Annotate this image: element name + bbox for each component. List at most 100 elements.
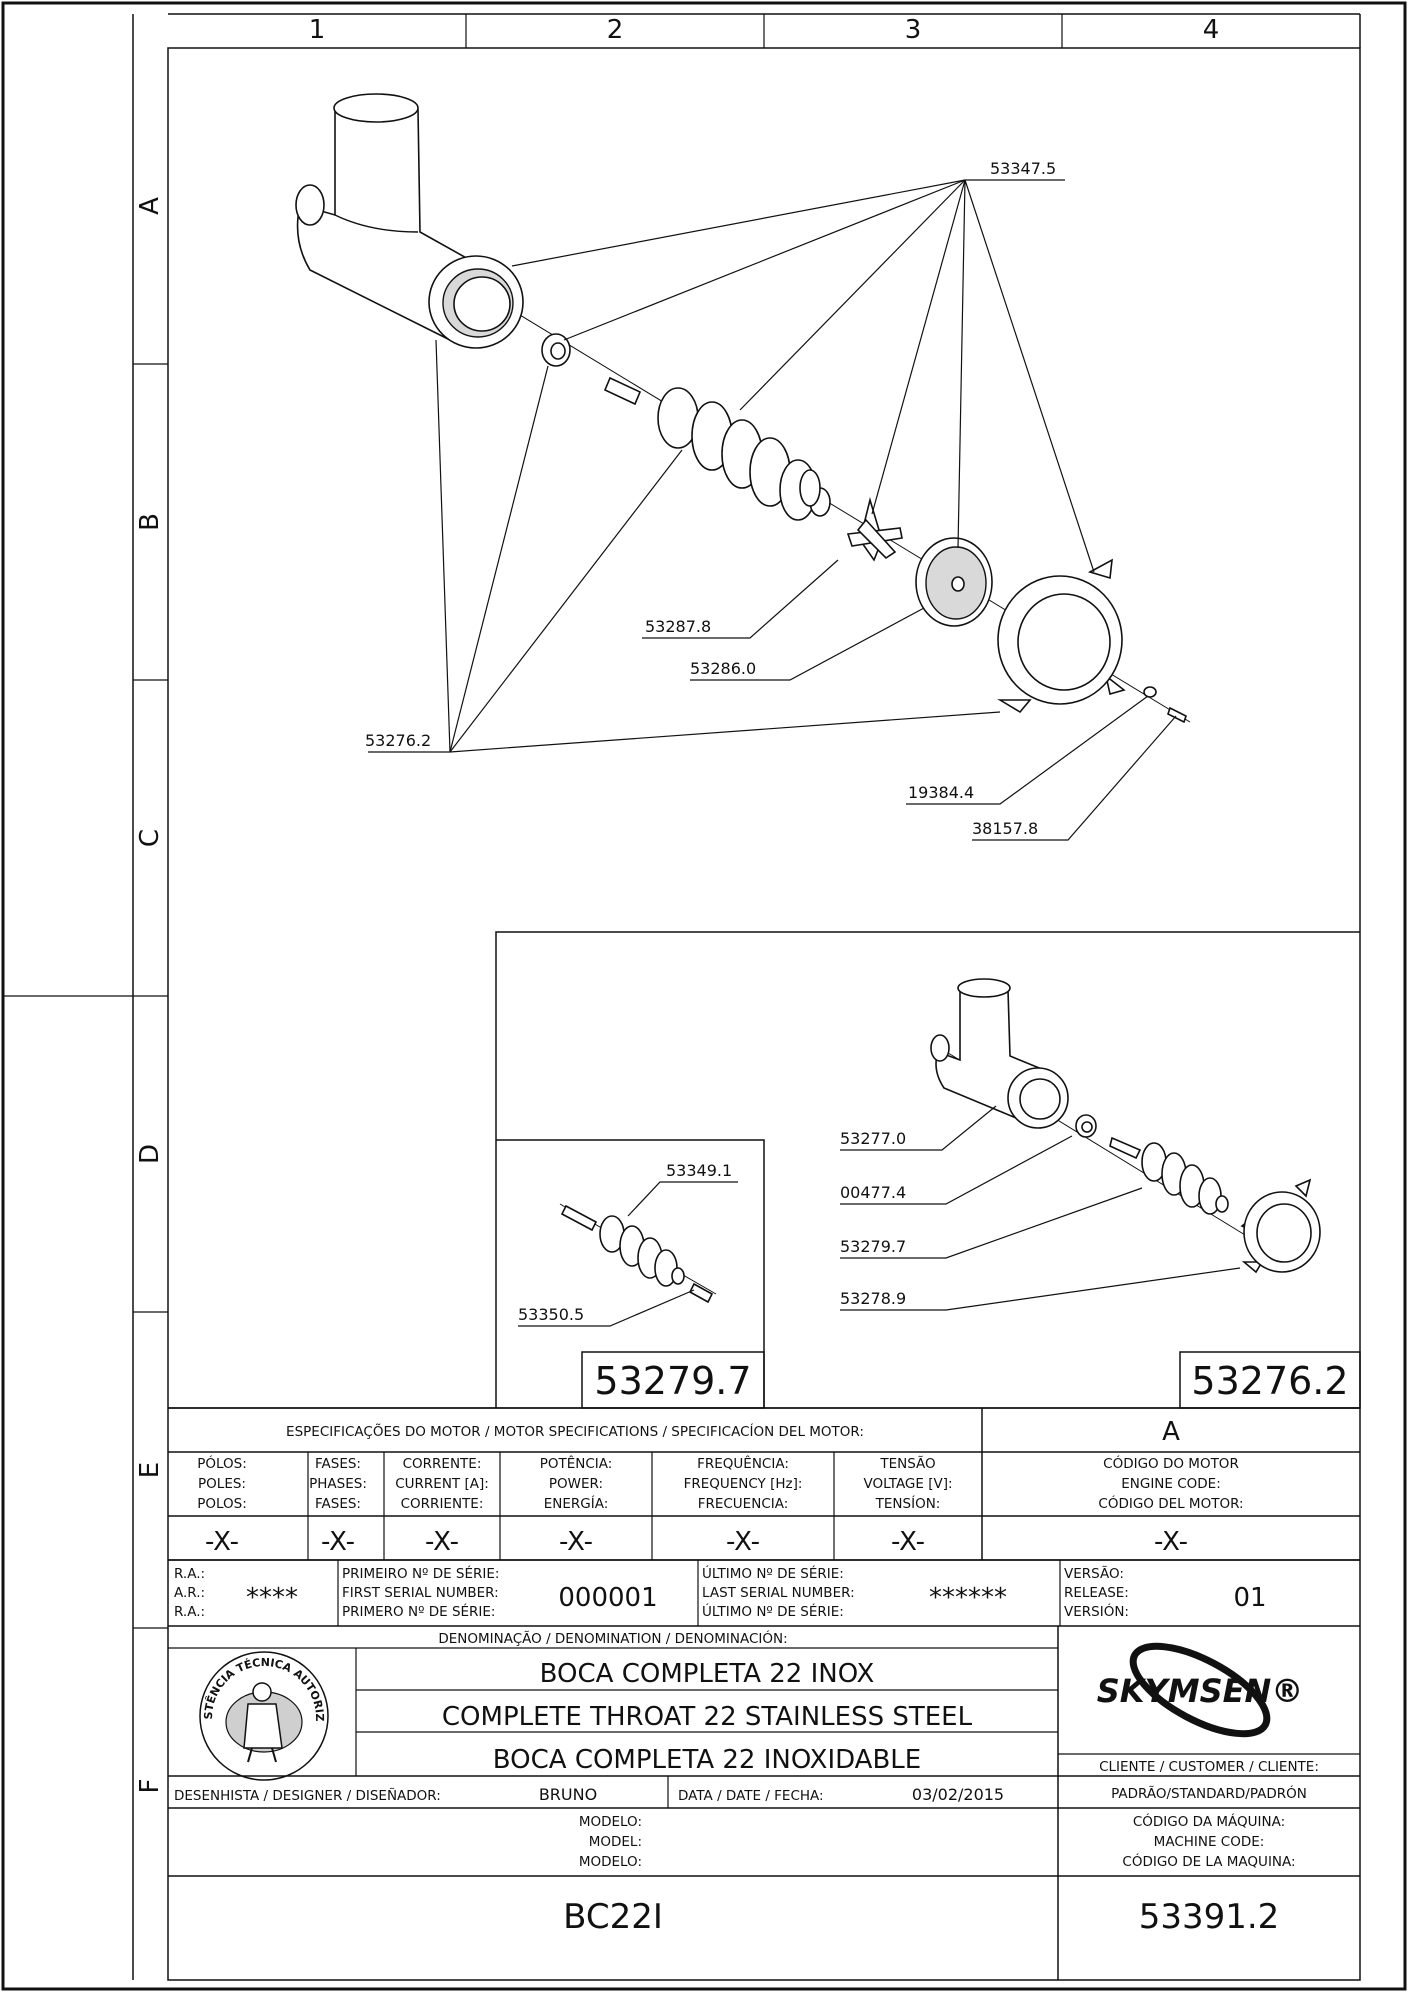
current-label-es: CORRIENTE: xyxy=(401,1496,484,1512)
mini-ring-nut-drawing xyxy=(1240,1178,1321,1274)
model-label-pt: MODELO: xyxy=(579,1814,642,1830)
last-serial-label-en: LAST SERIAL NUMBER: xyxy=(702,1585,855,1601)
title-block: ESPECIFICAÇÕES DO MOTOR / MOTOR SPECIFIC… xyxy=(0,0,1360,1980)
motor-spec-current: CORRENTE: CURRENT [A]: CORRIENTE: -X- xyxy=(395,1456,489,1557)
callout-19384-4: 19384.4 xyxy=(908,783,974,802)
detail-title-53276-2: 53276.2 xyxy=(1191,1359,1348,1403)
motor-spec-voltage: TENSÃO VOLTAGE [V]: TENSÍON: -X- xyxy=(863,1455,952,1557)
phases-label-es: FASES: xyxy=(315,1496,361,1512)
engine-code-value: -X- xyxy=(1154,1527,1188,1557)
machine-code-label-pt: CÓDIGO DA MÁQUINA: xyxy=(1133,1812,1285,1830)
row-label-f: F xyxy=(135,1779,165,1794)
voltage-label-es: TENSÍON: xyxy=(875,1495,941,1512)
callout-53276-2: 53276.2 xyxy=(365,731,431,750)
version-label-es: VERSIÓN: xyxy=(1064,1602,1129,1620)
product-name-en: COMPLETE THROAT 22 STAINLESS STEEL xyxy=(442,1702,973,1732)
ra-label-1: R.A.: xyxy=(174,1566,205,1582)
motor-spec-frequency: FREQUÊNCIA: FREQUENCY [Hz]: FRECUENCIA: … xyxy=(684,1454,803,1557)
machine-code-label-es: CÓDIGO DE LA MAQUINA: xyxy=(1122,1852,1295,1870)
mini-screw-drawing xyxy=(1109,1136,1229,1215)
voltage-label-en: VOLTAGE [V]: xyxy=(863,1476,952,1492)
frequency-value: -X- xyxy=(726,1527,760,1557)
version-label-pt: VERSÃO: xyxy=(1064,1565,1124,1582)
callout-00477-4: 00477.4 xyxy=(840,1183,906,1202)
voltage-label-pt: TENSÃO xyxy=(879,1455,935,1472)
last-serial-label-es: ÚLTIMO Nº DE SÉRIE: xyxy=(702,1602,844,1620)
main-leader-lines xyxy=(368,179,1177,841)
row-label-d: D xyxy=(135,1144,165,1164)
denomination-label: DENOMINAÇÃO / DENOMINATION / DENOMINACIÓ… xyxy=(438,1629,787,1647)
power-label-en: POWER: xyxy=(549,1476,603,1492)
main-exploded-view: 53347.5 53276.2 53287.8 53286.0 19384.4 … xyxy=(295,93,1191,841)
row-label-b: B xyxy=(135,513,165,531)
motor-spec-power: POTÊNCIA: POWER: ENERGÍA: -X- xyxy=(540,1454,613,1557)
poles-label-en: POLES: xyxy=(198,1476,246,1492)
current-label-pt: CORRENTE: xyxy=(403,1456,482,1472)
column-label-2: 2 xyxy=(607,15,624,45)
detail-a-leader-lines xyxy=(840,1105,1241,1311)
column-label-4: 4 xyxy=(1203,15,1220,45)
callout-53286-0: 53286.0 xyxy=(690,659,756,678)
product-name-pt: BOCA COMPLETA 22 INOX xyxy=(540,1659,875,1689)
revision-letter: A xyxy=(1162,1417,1180,1447)
row-label-e: E xyxy=(135,1462,165,1478)
ra-value: **** xyxy=(246,1583,298,1613)
detail-b-leader-lines xyxy=(518,1181,738,1327)
callout-53347-5: 53347.5 xyxy=(990,159,1056,178)
frequency-label-pt: FREQUÊNCIA: xyxy=(697,1454,789,1472)
power-label-es: ENERGÍA: xyxy=(544,1495,609,1512)
column-ruler: 1 2 3 4 xyxy=(309,14,1220,48)
row-label-a: A xyxy=(135,197,165,215)
engine-code-label-es: CÓDIGO DEL MOTOR: xyxy=(1098,1494,1243,1512)
motor-spec-header: ESPECIFICAÇÕES DO MOTOR / MOTOR SPECIFIC… xyxy=(286,1423,864,1440)
date-value: 03/02/2015 xyxy=(912,1785,1004,1804)
ra-label-3: R.A.: xyxy=(174,1604,205,1620)
callout-53349-1: 53349.1 xyxy=(666,1161,732,1180)
poles-label-es: POLOS: xyxy=(197,1496,247,1512)
ra-label-2: A.R.: xyxy=(174,1585,205,1601)
power-value: -X- xyxy=(559,1527,593,1557)
phases-value: -X- xyxy=(321,1527,355,1557)
callout-53350-5: 53350.5 xyxy=(518,1305,584,1324)
poles-value: -X- xyxy=(205,1527,239,1557)
current-label-en: CURRENT [A]: xyxy=(395,1476,489,1492)
date-label: DATA / DATE / FECHA: xyxy=(678,1788,824,1804)
knife-drawing xyxy=(846,496,903,562)
callout-53278-9: 53278.9 xyxy=(840,1289,906,1308)
row-ruler: A B C D E F xyxy=(3,197,168,1794)
first-serial-label-en: FIRST SERIAL NUMBER: xyxy=(342,1585,499,1601)
first-serial-label-pt: PRIMEIRO Nº DE SÉRIE: xyxy=(342,1565,499,1582)
model-value: BC22I xyxy=(563,1897,663,1937)
throat-body-drawing xyxy=(295,93,524,349)
mini-washer-drawing xyxy=(1075,1114,1097,1138)
worm-screw-drawing xyxy=(603,376,831,521)
mini-throat-drawing xyxy=(930,978,1069,1130)
current-value: -X- xyxy=(425,1527,459,1557)
brand-logo: SKYMSEN® xyxy=(1097,1642,1303,1738)
column-label-1: 1 xyxy=(309,15,326,45)
customer-value: PADRÃO/STANDARD/PADRÓN xyxy=(1111,1784,1307,1802)
motor-spec-engine-code: CÓDIGO DO MOTOR ENGINE CODE: CÓDIGO DEL … xyxy=(1098,1454,1243,1557)
first-serial-value: 000001 xyxy=(558,1583,657,1613)
last-serial-label-pt: ÚLTIMO Nº DE SÉRIE: xyxy=(702,1564,844,1582)
last-serial-value: ****** xyxy=(929,1583,1007,1613)
customer-label: CLIENTE / CUSTOMER / CLIENTE: xyxy=(1099,1759,1319,1775)
callout-53277-0: 53277.0 xyxy=(840,1129,906,1148)
detail-title-53279-7: 53279.7 xyxy=(594,1359,751,1403)
frequency-label-en: FREQUENCY [Hz]: xyxy=(684,1476,803,1492)
machine-code-label-en: MACHINE CODE: xyxy=(1154,1834,1265,1850)
version-label-en: RELEASE: xyxy=(1064,1585,1129,1601)
technical-assistance-seal: ASSISTÊNCIA TÉCNICA AUTORIZADA xyxy=(0,0,329,1781)
column-label-3: 3 xyxy=(905,15,922,45)
engine-code-label-pt: CÓDIGO DO MOTOR xyxy=(1103,1454,1239,1472)
designer-label: DESENHISTA / DESIGNER / DISEÑADOR: xyxy=(174,1787,441,1804)
row-label-c: C xyxy=(135,829,165,847)
voltage-value: -X- xyxy=(891,1527,925,1557)
detail-view-screw-assembly: 53279.7 53349.1 53350.5 xyxy=(496,1139,765,1409)
callout-53279-7: 53279.7 xyxy=(840,1237,906,1256)
motor-spec-poles: PÓLOS: POLES: POLOS: -X- xyxy=(197,1454,247,1557)
phases-label-en: PHASES: xyxy=(309,1476,367,1492)
frequency-label-es: FRECUENCIA: xyxy=(698,1496,789,1512)
machine-code-value: 53391.2 xyxy=(1139,1897,1280,1937)
